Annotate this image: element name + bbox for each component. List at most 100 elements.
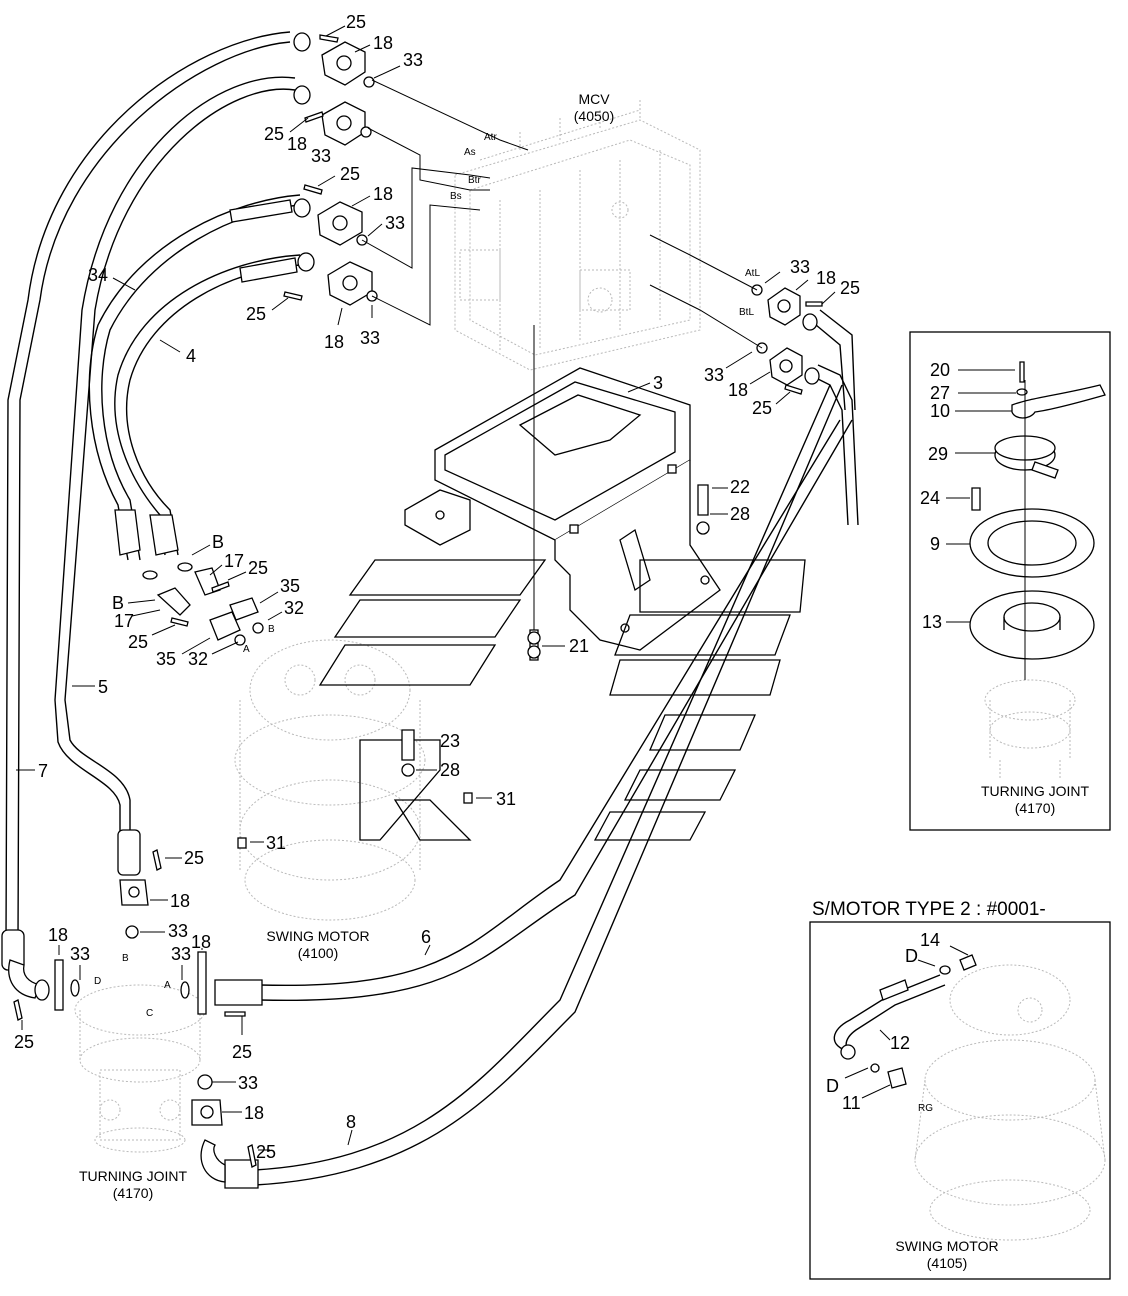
inset-sm-parts (833, 954, 977, 1089)
callout-11: 11 (842, 1093, 861, 1113)
callout-group-inset-tj: 20 27 10 29 24 9 13 (920, 360, 1016, 632)
port-atr: Atr (484, 132, 497, 143)
callout-25e: 25 (840, 278, 860, 298)
callout-18e: 18 (816, 268, 836, 288)
callout-33b: 33 (311, 146, 331, 166)
callout-25f: 25 (752, 398, 772, 418)
port-d-tj: D (94, 976, 101, 987)
inset-s-motor-frame (809, 921, 1111, 1280)
callout-18d: 18 (324, 332, 344, 352)
mcv-name: MCV (578, 91, 610, 107)
callout-18h: 18 (48, 925, 68, 945)
swing-motor-code: (4100) (298, 945, 338, 961)
callout-d2: D (826, 1076, 839, 1096)
inset-sm-name: SWING MOTOR (895, 1238, 998, 1254)
port-rg: RG (918, 1103, 933, 1114)
callout-group-upper: 25 18 33 25 18 33 25 18 33 25 18 33 34 4 (88, 12, 423, 366)
callout-33h: 33 (70, 944, 90, 964)
callout-18i: 18 (191, 932, 211, 952)
callout-28a: 28 (730, 504, 750, 524)
callout-18a: 18 (373, 33, 393, 53)
port-btl: BtL (739, 307, 754, 318)
turning-joint-code: (4170) (113, 1185, 153, 1201)
callout-33g: 33 (168, 921, 188, 941)
mcv-pointer-lines (361, 79, 763, 630)
callout-25k: 25 (232, 1042, 252, 1062)
port-atl: AtL (745, 268, 760, 279)
callout-18g: 18 (170, 891, 190, 911)
callout-29: 29 (928, 444, 948, 464)
callout-20: 20 (930, 360, 950, 380)
callout-18j: 18 (244, 1103, 264, 1123)
callout-25c: 25 (340, 164, 360, 184)
callout-4: 4 (186, 346, 196, 366)
port-as: As (464, 147, 476, 158)
callout-17b: 17 (114, 611, 134, 631)
tj-fittings (8, 849, 257, 1168)
inset-sm-ghost (914, 964, 1106, 1241)
callout-10: 10 (930, 401, 950, 421)
inset-tj-ghost (984, 679, 1076, 780)
flange-set-right (751, 284, 823, 395)
callout-group-lower: 5 7 23 28 31 31 25 18 33 18 33 33 18 25 … (14, 677, 516, 1162)
callout-18c: 18 (373, 184, 393, 204)
callout-25b: 25 (264, 124, 284, 144)
callout-25d: 25 (246, 304, 266, 324)
turning-joint-ghost-main (74, 984, 206, 1153)
callout-23: 23 (440, 731, 460, 751)
callout-33e: 33 (790, 257, 810, 277)
callout-17a: 17 (224, 551, 244, 571)
callout-31a: 31 (496, 789, 516, 809)
inset-tj-parts (969, 361, 1106, 680)
hose-4 (114, 254, 301, 556)
callout-21: 21 (569, 636, 589, 656)
hose-7 (1, 31, 291, 971)
callout-8: 8 (346, 1112, 356, 1132)
inset-turning-joint-frame (909, 331, 1111, 831)
callout-33c: 33 (385, 213, 405, 233)
callout-33a: 33 (403, 50, 423, 70)
callout-33j: 33 (238, 1073, 258, 1093)
hose-8 (200, 384, 843, 1189)
inset-sm-code: (4105) (927, 1255, 967, 1271)
swing-motor-ghost (234, 639, 426, 921)
callout-28b: 28 (440, 760, 460, 780)
callout-group-right: 33 18 25 33 18 25 (704, 257, 860, 418)
hose-34 (88, 194, 301, 561)
hose-5 (54, 76, 296, 876)
port-b-motor: B (268, 624, 275, 635)
turning-joint-name: TURNING JOINT (79, 1168, 188, 1184)
inset-sm-title: S/MOTOR TYPE 2 : #0001- (812, 899, 1046, 920)
inset-tj-name: TURNING JOINT (981, 783, 1090, 799)
callout-27: 27 (930, 383, 950, 403)
callout-25g: 25 (248, 558, 268, 578)
port-a-motor: A (243, 644, 250, 655)
callout-24: 24 (920, 488, 940, 508)
callout-group-bracket: 3 22 28 21 (542, 373, 750, 656)
callout-35a: 35 (280, 576, 300, 596)
callout-12: 12 (890, 1033, 910, 1053)
callout-25j: 25 (14, 1032, 34, 1052)
callout-18f: 18 (728, 380, 748, 400)
callout-b1: B (212, 532, 224, 552)
callout-33d: 33 (360, 328, 380, 348)
callout-25l: 25 (256, 1142, 276, 1162)
port-a-tj: A (164, 980, 171, 991)
callout-6: 6 (421, 927, 431, 947)
callout-18b: 18 (287, 134, 307, 154)
motor-fittings (142, 562, 264, 646)
callout-13: 13 (922, 612, 942, 632)
callout-25h: 25 (128, 632, 148, 652)
bracket-hardware (237, 484, 710, 849)
callout-31b: 31 (266, 833, 286, 853)
callout-32a: 32 (284, 598, 304, 618)
callout-33f: 33 (704, 365, 724, 385)
callout-d1: D (905, 946, 918, 966)
callout-32b: 32 (188, 649, 208, 669)
callout-9: 9 (930, 534, 940, 554)
callout-5: 5 (98, 677, 108, 697)
callout-group-inset-sm: 14 D 12 D 11 (826, 930, 969, 1113)
plate-bands (318, 559, 806, 841)
